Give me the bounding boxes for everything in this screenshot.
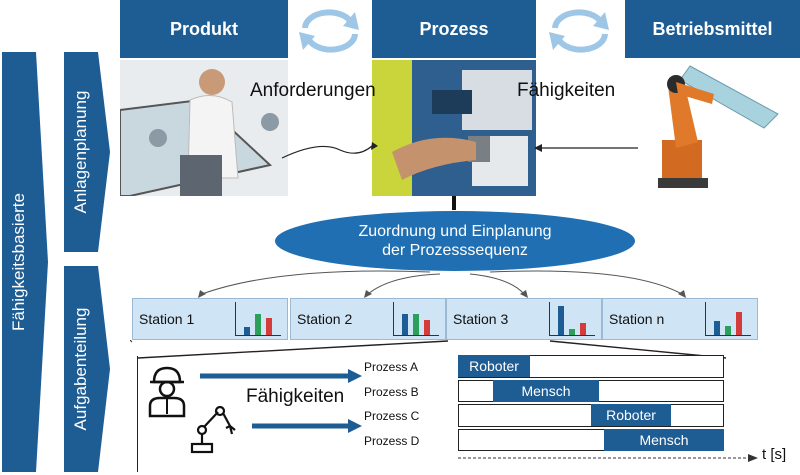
station-mini-chart <box>235 302 281 336</box>
mini-chart-bar <box>558 306 564 335</box>
gantt-bar: Mensch <box>493 379 599 402</box>
process-label: Prozess D <box>364 433 420 448</box>
banner-top-arrow <box>98 52 110 252</box>
banner-main-arrow <box>36 52 48 472</box>
station-label: Station n <box>609 311 665 327</box>
time-axis-label: t [s] <box>762 446 787 463</box>
banner-anlagenplanung: Anlagenplanung <box>64 52 98 252</box>
header-produkt-label: Produkt <box>169 18 238 39</box>
header-betriebsmittel-label: Betriebsmittel <box>652 18 773 39</box>
prozess-photo <box>372 60 536 196</box>
mini-chart-bar <box>580 323 586 335</box>
station-mini-chart <box>705 302 751 336</box>
connector-stem <box>452 196 456 210</box>
process-label: Prozess B <box>364 384 419 399</box>
banner-bottom-text: Aufgabenteilung <box>71 307 90 431</box>
station-label: Station 2 <box>297 311 353 327</box>
sync-arrows-icon <box>549 9 609 53</box>
mini-chart-bar <box>244 327 250 335</box>
process-label: Prozess C <box>364 409 420 423</box>
betriebsmittel-photo <box>658 65 779 188</box>
station-2: Station 2 <box>290 298 446 340</box>
header-prozess: Prozess <box>372 0 536 58</box>
mini-chart-bar <box>266 318 272 335</box>
gantt-bar: Roboter <box>591 404 671 426</box>
header-prozess-label: Prozess <box>419 18 489 39</box>
faehigkeiten-top-label: Fähigkeiten <box>517 80 616 101</box>
station-label: Station 3 <box>453 311 509 327</box>
station-mini-chart <box>549 302 595 336</box>
banner-top-text: Anlagenplanung <box>71 90 90 214</box>
process-label: Prozess A <box>364 360 419 374</box>
arrow-produkt-to-prozess <box>281 142 378 159</box>
anforderungen-label: Anforderungen <box>250 80 376 101</box>
banner-faehigkeitsbasierte: Fähigkeitsbasierte <box>2 52 36 472</box>
ellipse-line-1: Zuordnung und Einplanung <box>358 223 552 240</box>
header-produkt: Produkt <box>120 0 288 58</box>
gantt-bar: Mensch <box>604 428 724 451</box>
zuordnung-ellipse <box>275 211 635 271</box>
time-axis <box>458 454 758 462</box>
station-mini-chart <box>393 302 439 336</box>
faehigkeiten-bottom-label: Fähigkeiten <box>246 386 345 407</box>
mini-chart-bar <box>569 329 575 335</box>
mini-chart-bar <box>736 312 742 335</box>
task-area <box>137 356 740 472</box>
banner-main-text: Fähigkeitsbasierte <box>9 193 28 331</box>
sync-arrows-icon <box>299 9 359 53</box>
station-1: Station 1 <box>132 298 288 340</box>
mini-chart-bar <box>725 326 731 335</box>
ellipse-to-station-arrows <box>198 270 686 298</box>
station-4: Station n <box>602 298 758 340</box>
ellipse-line-2: der Prozesssequenz <box>382 242 528 259</box>
station-3: Station 3 <box>446 298 602 340</box>
produkt-photo <box>120 60 288 196</box>
header-betriebsmittel: Betriebsmittel <box>625 0 800 58</box>
arrow-betriebsmittel-to-prozess <box>534 144 638 152</box>
mini-chart-bar <box>255 314 261 335</box>
banner-aufgabenteilung: Aufgabenteilung <box>64 266 98 472</box>
station-label: Station 1 <box>139 311 195 327</box>
process-arrows <box>200 369 362 433</box>
robot-arm-icon <box>190 405 236 454</box>
mini-chart-bar <box>402 314 408 335</box>
mini-chart-bar <box>424 320 430 335</box>
mini-chart-bar <box>413 314 419 335</box>
person-helmet-icon <box>148 366 186 418</box>
banner-bottom-arrow <box>98 266 110 472</box>
gantt-bar: Roboter <box>458 355 530 377</box>
mini-chart-bar <box>714 321 720 335</box>
ellipse-text: Zuordnung und Einplanung der Prozesssequ… <box>274 222 636 260</box>
